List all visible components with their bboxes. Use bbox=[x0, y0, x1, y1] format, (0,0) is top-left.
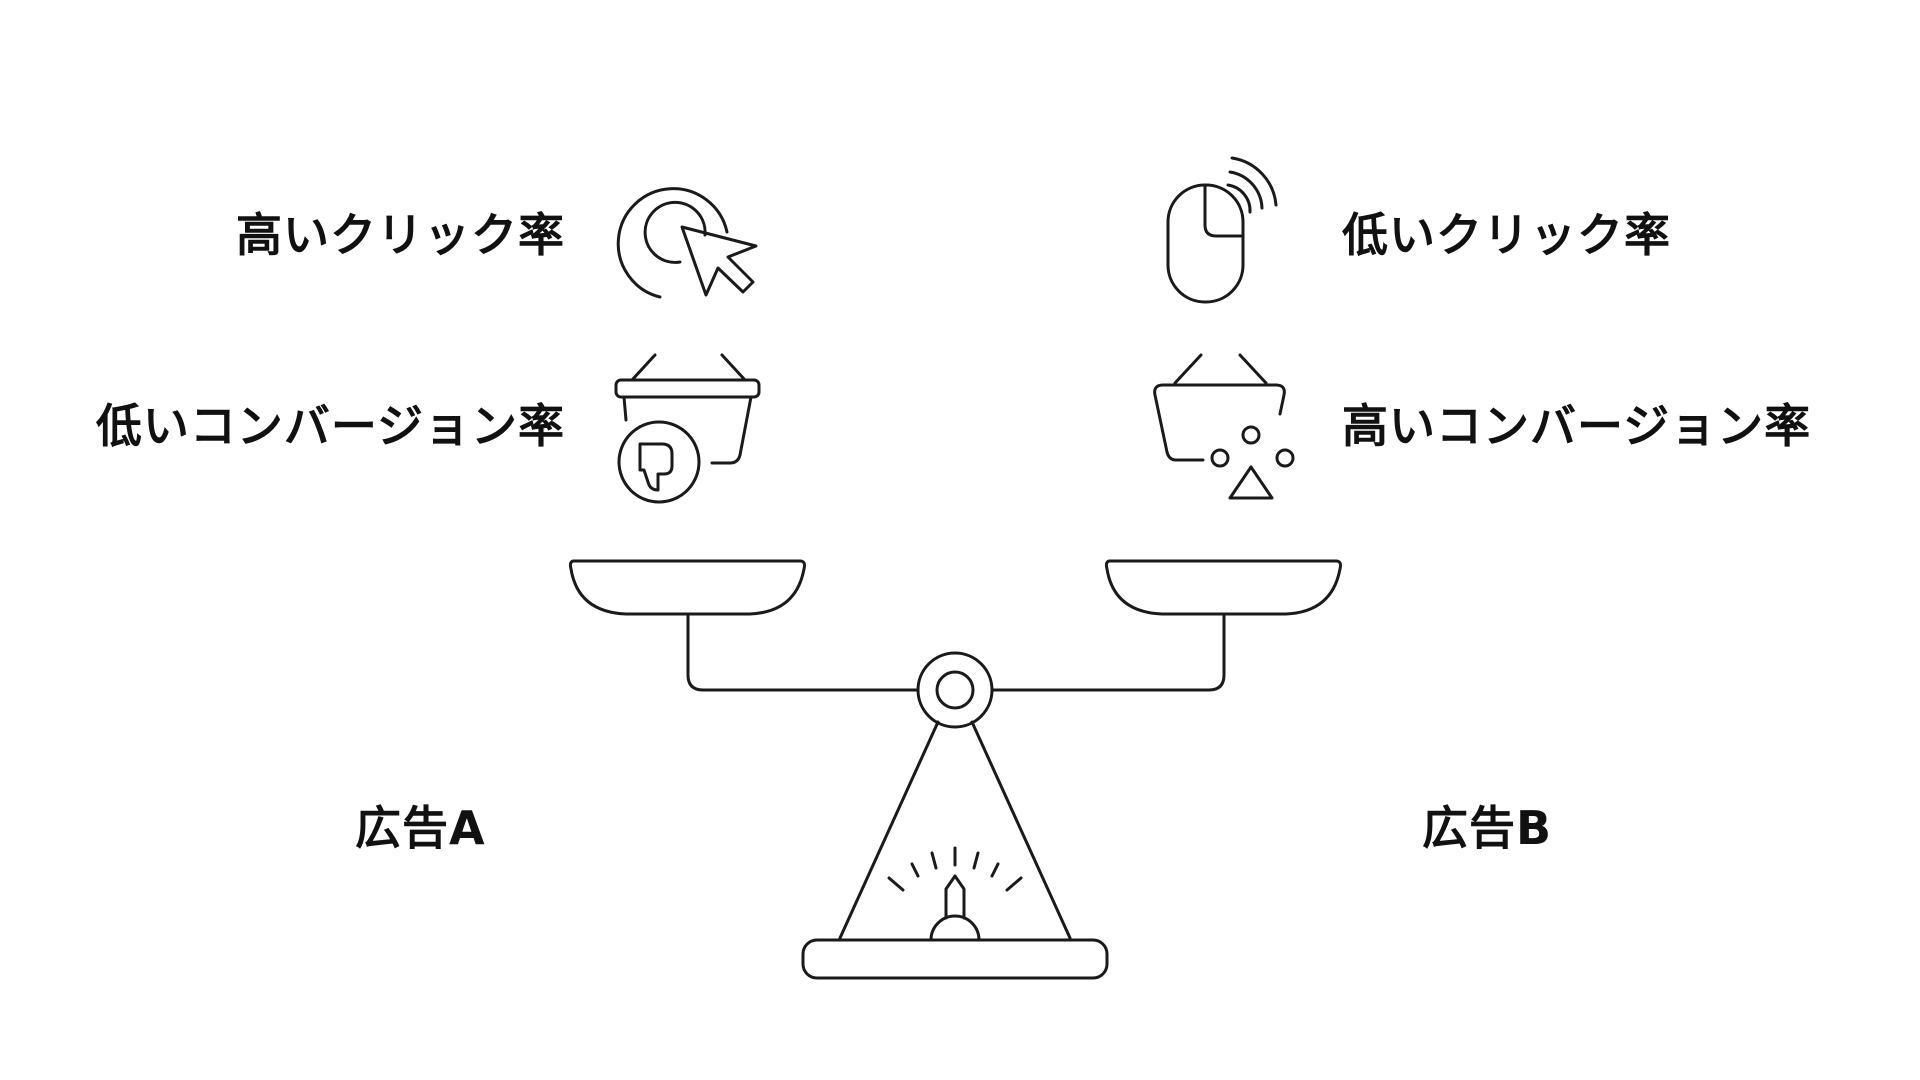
balance-scale-icon bbox=[568, 559, 1342, 980]
basket-shapes-icon bbox=[1153, 353, 1295, 500]
ad-b-click-rate-label: 低いクリック率 bbox=[1342, 208, 1671, 262]
ad-b-name-label: 広告B bbox=[1422, 801, 1553, 855]
mouse-signal-icon bbox=[1166, 156, 1278, 304]
ad-a-conversion-rate-label: 低いコンバージョン率 bbox=[95, 399, 565, 453]
ad-a-click-rate-label: 高いクリック率 bbox=[236, 208, 565, 262]
ad-a-name-label: 広告A bbox=[355, 801, 486, 855]
basket-thumbs-down-icon bbox=[614, 353, 761, 504]
ad-b-conversion-rate-label: 高いコンバージョン率 bbox=[1342, 399, 1812, 453]
cursor-click-icon bbox=[616, 187, 758, 299]
